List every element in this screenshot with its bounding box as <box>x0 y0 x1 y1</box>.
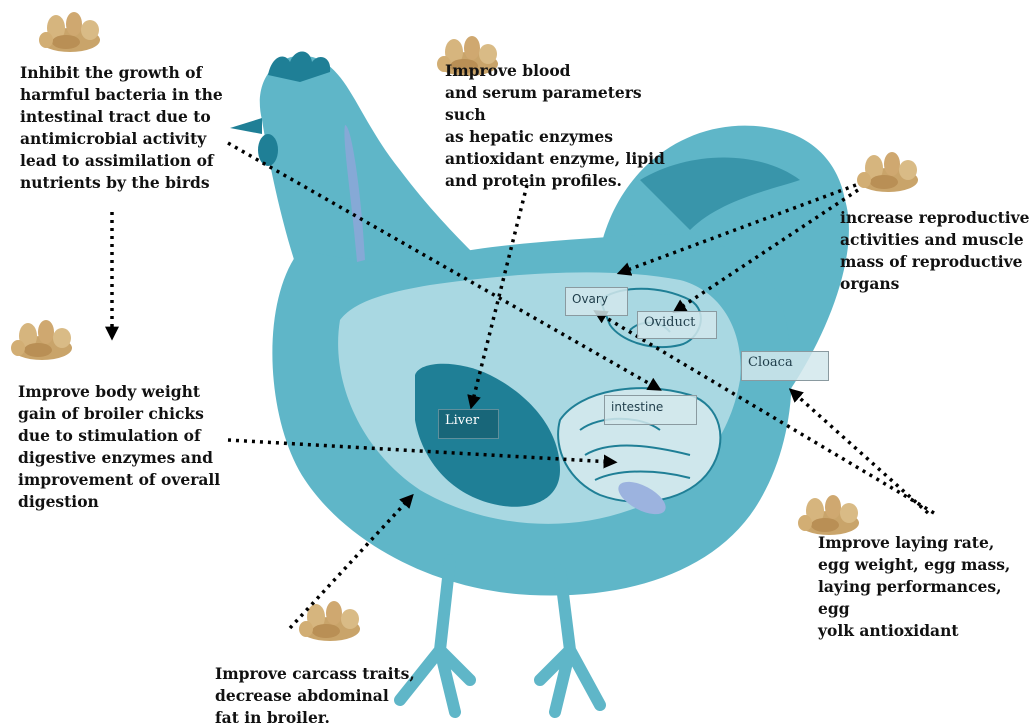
organ-label-intestine: intestine <box>604 395 697 425</box>
effect-text-laying: Improve laying rate, egg weight, egg mas… <box>818 532 1032 642</box>
effect-text-reproductive: increase reproductive activities and mus… <box>840 207 1030 295</box>
organ-label-ovary: Ovary <box>565 287 628 316</box>
organ-label-oviduct: Oviduct <box>637 311 717 339</box>
effect-text-antimicrobial: Inhibit the growth of harmful bacteria i… <box>20 62 230 194</box>
arrow-laying-to-cloaca <box>793 392 928 513</box>
ginger-root-icon <box>39 12 100 52</box>
ginger-root-icon <box>798 495 859 535</box>
effect-text-blood: Improve blood and serum parameters such … <box>445 60 685 192</box>
ginger-root-icon <box>299 601 360 641</box>
organ-label-liver: Liver <box>438 409 499 439</box>
ginger-root-icon <box>857 152 918 192</box>
effect-text-carcass: Improve carcass traits, decrease abdomin… <box>215 663 415 727</box>
ginger-root-icon <box>11 320 72 360</box>
effect-text-body-weight: Improve body weight gain of broiler chic… <box>18 381 228 513</box>
organ-label-cloaca: Cloaca <box>741 351 829 381</box>
